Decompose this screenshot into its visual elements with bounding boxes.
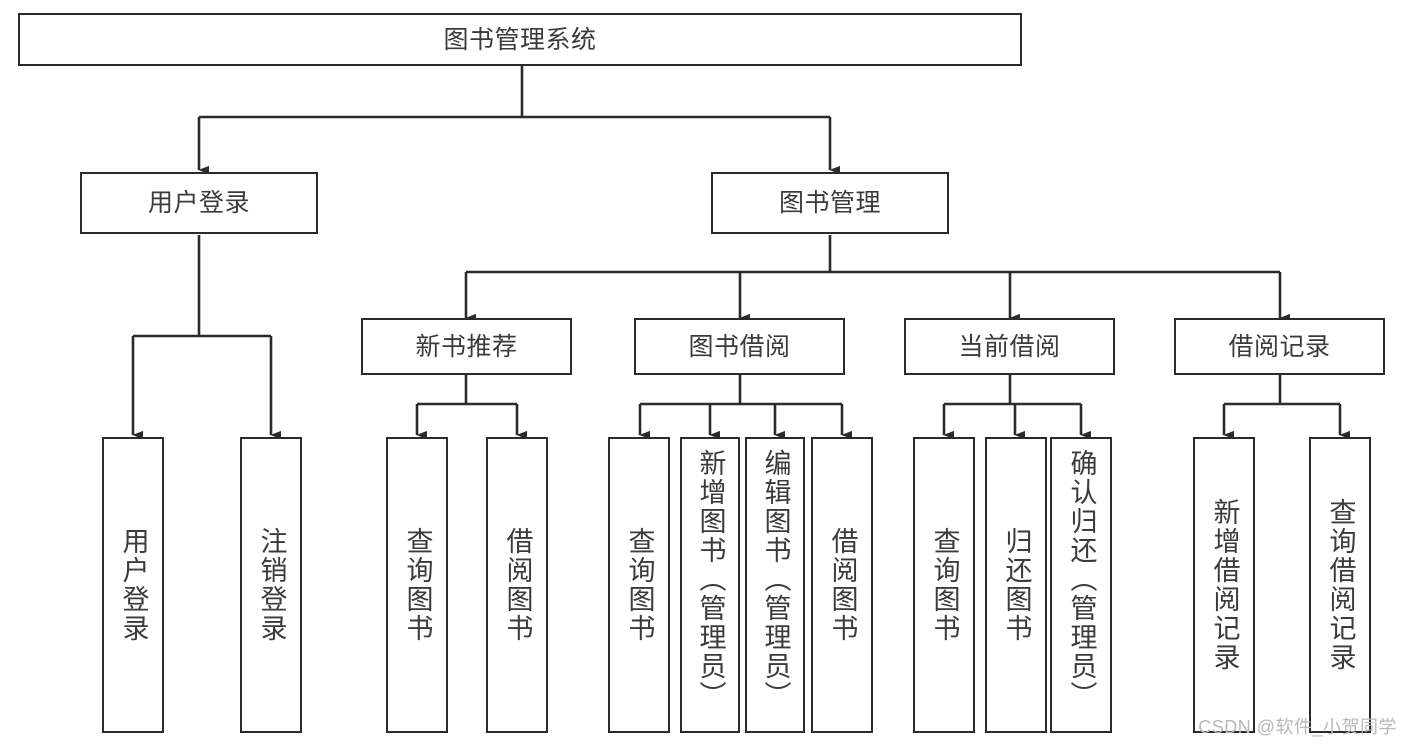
node-leaf-edit-book[interactable]: 编辑图书（管理员） <box>745 437 805 733</box>
node-label: 确认归还（管理员） <box>1066 449 1097 710</box>
node-leaf-return-book[interactable]: 归还图书 <box>985 437 1047 733</box>
node-user-login[interactable]: 用户登录 <box>80 172 318 234</box>
node-label: 当前借阅 <box>958 332 1061 361</box>
node-root-system[interactable]: 图书管理系统 <box>18 13 1022 66</box>
node-label: 借阅图书 <box>502 527 533 643</box>
node-label: 编辑图书（管理员） <box>760 449 791 710</box>
node-label: 查询图书 <box>402 527 433 643</box>
node-current-borrow[interactable]: 当前借阅 <box>904 318 1115 375</box>
node-new-book-recommend[interactable]: 新书推荐 <box>361 318 572 375</box>
node-leaf-add-record[interactable]: 新增借阅记录 <box>1193 437 1255 733</box>
node-book-borrow[interactable]: 图书借阅 <box>634 318 845 375</box>
node-leaf-logout-login[interactable]: 注销登录 <box>240 437 302 733</box>
node-leaf-user-login[interactable]: 用户登录 <box>102 437 164 733</box>
node-label: 新增图书（管理员） <box>695 449 726 710</box>
node-leaf-query-record[interactable]: 查询借阅记录 <box>1309 437 1371 733</box>
node-label: 借阅记录 <box>1228 332 1331 361</box>
node-leaf-borrow-book-2[interactable]: 借阅图书 <box>811 437 873 733</box>
node-label: 注销登录 <box>256 527 287 643</box>
node-leaf-confirm-return[interactable]: 确认归还（管理员） <box>1050 437 1112 733</box>
node-label: 图书管理 <box>778 189 881 217</box>
node-borrow-record[interactable]: 借阅记录 <box>1174 318 1385 375</box>
node-label: 归还图书 <box>1001 527 1032 643</box>
node-leaf-query-book-2[interactable]: 查询图书 <box>608 437 670 733</box>
node-leaf-query-book-3[interactable]: 查询图书 <box>913 437 975 733</box>
node-leaf-query-book-1[interactable]: 查询图书 <box>386 437 448 733</box>
node-leaf-add-book[interactable]: 新增图书（管理员） <box>680 437 740 733</box>
node-label: 借阅图书 <box>827 527 858 643</box>
node-label: 新增借阅记录 <box>1209 498 1240 672</box>
node-label: 用户登录 <box>147 189 250 217</box>
node-label: 图书借阅 <box>688 332 791 361</box>
node-label: 新书推荐 <box>415 332 518 361</box>
watermark-text: CSDN @软件_小贺同学 <box>1198 717 1397 737</box>
node-label: 查询借阅记录 <box>1325 498 1356 672</box>
node-label: 查询图书 <box>624 527 655 643</box>
node-book-management[interactable]: 图书管理 <box>711 172 949 234</box>
node-leaf-borrow-book-1[interactable]: 借阅图书 <box>486 437 548 733</box>
node-label: 图书管理系统 <box>443 25 597 54</box>
node-label: 用户登录 <box>118 527 149 643</box>
node-label: 查询图书 <box>929 527 960 643</box>
